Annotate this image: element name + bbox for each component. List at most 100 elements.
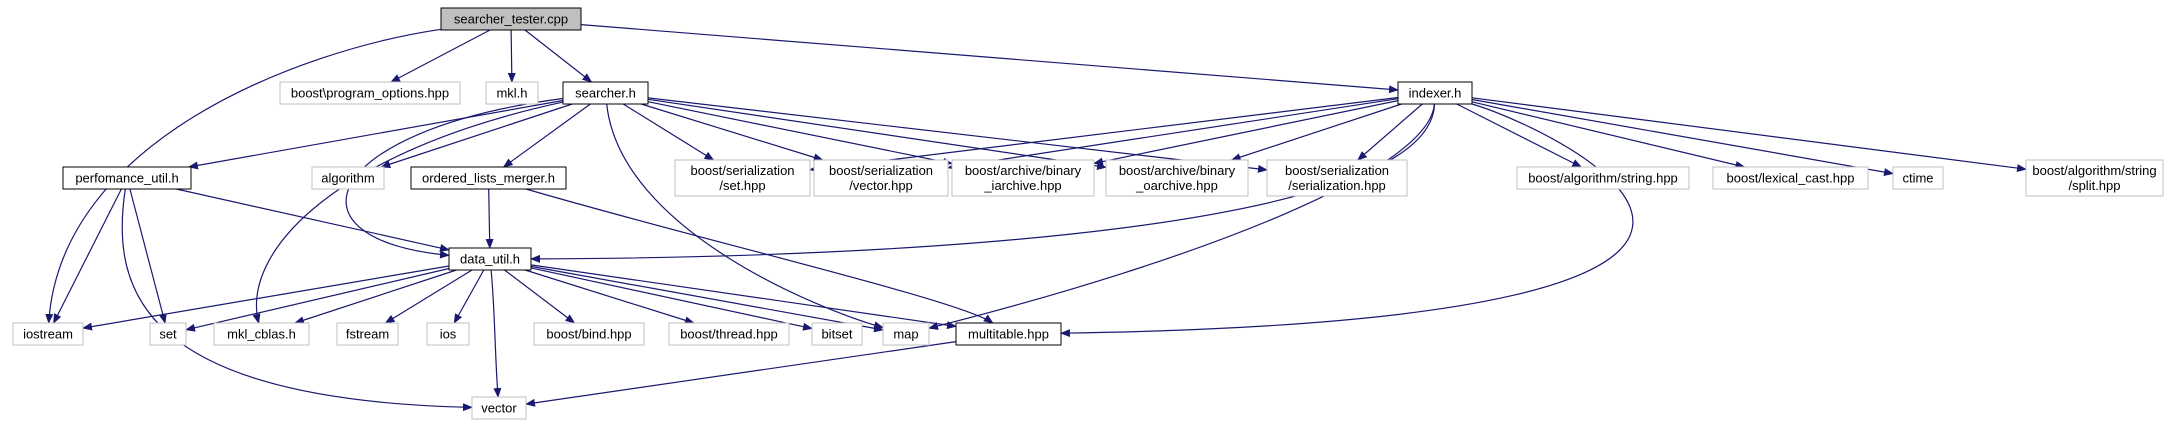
node-label: data_util.h: [460, 252, 520, 267]
edge-indexer-to-data_util: [530, 103, 1436, 263]
node-box: [674, 159, 811, 197]
node-bind: boost/bind.hpp: [533, 322, 645, 346]
node-label-line: bitset: [821, 327, 852, 342]
edge-data_util-to-iostream: [82, 265, 450, 331]
node-label: algorithm: [321, 171, 374, 186]
edge-indexer-to-lexical_cast: [1471, 101, 1746, 169]
node-ser-set: boost/serialization/set.hpp: [674, 159, 811, 197]
node-label: iostream: [23, 327, 73, 342]
node-box: [485, 81, 539, 105]
node-box: [1397, 81, 1473, 105]
node-label-line: boost\program_options.hpp: [291, 86, 449, 101]
edge-searcher-to-ser_set: [622, 103, 715, 161]
node-multitable[interactable]: multitable.hpp: [955, 322, 1062, 346]
node-ordered-lists-merger[interactable]: ordered_lists_merger.h: [410, 166, 567, 190]
node-data-util[interactable]: data_util.h: [448, 247, 532, 271]
node-label: boost/bind.hpp: [546, 327, 631, 342]
edge-indexer-to-binary_oarchive: [1230, 103, 1402, 161]
node-box: [1516, 166, 1690, 190]
node-perfomance-util[interactable]: perfomance_util.h: [62, 166, 192, 190]
node-searcher-tester[interactable]: searcher_tester.cpp: [440, 7, 582, 31]
edge-indexer-to-map: [928, 103, 1435, 330]
edge-searcher-to-perfomance_util: [187, 99, 564, 170]
node-label-line: boost/bind.hpp: [546, 327, 631, 342]
node-box: [279, 81, 461, 105]
edge-data_util-to-fstream: [384, 269, 473, 324]
node-mkl: mkl.h: [485, 81, 539, 105]
node-algo-string: boost/algorithm/string.hpp: [1516, 166, 1690, 190]
node-iostream: iostream: [12, 322, 84, 346]
node-label: searcher_tester.cpp: [454, 12, 568, 27]
node-label-line: _oarchive.hpp: [1135, 178, 1218, 193]
edge-indexer-to-binary_iarchive: [1093, 100, 1399, 166]
node-label-line: /serialization.hpp: [1288, 178, 1386, 193]
node-label: boost/serialization/vector.hpp: [829, 163, 933, 193]
node-label-line: multitable.hpp: [968, 327, 1049, 342]
edge-indexer-to-ser_vector: [947, 98, 1399, 171]
node-label-line: searcher_tester.cpp: [454, 12, 568, 27]
edge-searcher_tester-to-indexer: [580, 24, 1399, 94]
node-label: boost/thread.hpp: [680, 327, 778, 342]
node-label: boost/archive/binary_oarchive.hpp: [1119, 163, 1236, 193]
edge-ordered_lists_merger-to-multitable: [525, 188, 994, 324]
node-label: boost/lexical_cast.hpp: [1727, 171, 1855, 186]
edge-indexer-to-ser_serialization: [1357, 103, 1423, 161]
node-label-line: boost/serialization: [690, 163, 794, 178]
edge-searcher-to-ser_serialization: [647, 97, 1268, 173]
node-indexer[interactable]: indexer.h: [1397, 81, 1473, 105]
node-label-line: boost/algorithm/string: [2032, 163, 2156, 178]
node-label-line: algorithm: [321, 171, 374, 186]
edge-searcher_tester-to-program_options: [390, 29, 491, 83]
node-ctime: ctime: [1892, 166, 1944, 190]
node-label: boost/serialization/serialization.hpp: [1285, 163, 1389, 193]
node-box: [951, 159, 1095, 197]
node-set: set: [149, 322, 187, 346]
node-box: [813, 159, 949, 197]
node-label-line: /split.hpp: [2068, 178, 2120, 193]
node-label-line: data_util.h: [460, 252, 520, 267]
edge-ordered_lists_merger-to-data_util: [485, 188, 494, 249]
edge-searcher-to-ser_vector: [641, 103, 824, 162]
node-label-line: boost/lexical_cast.hpp: [1727, 171, 1855, 186]
edge-searcher-to-ordered_lists_merger: [502, 103, 591, 168]
node-searcher[interactable]: searcher.h: [562, 81, 649, 105]
edge-data_util-to-thread: [524, 269, 695, 325]
node-label-line: boost/serialization: [1285, 163, 1389, 178]
node-label: ordered_lists_merger.h: [422, 171, 555, 186]
node-box: [811, 322, 863, 346]
node-box: [336, 322, 399, 346]
node-box: [12, 322, 84, 346]
node-binary-oarchive: boost/archive/binary_oarchive.hpp: [1105, 159, 1249, 197]
edge-data_util-to-set: [185, 267, 450, 332]
node-label-line: fstream: [346, 327, 389, 342]
node-algorithm: algorithm: [311, 166, 385, 190]
node-label: mkl.h: [496, 86, 527, 101]
node-label-line: _iarchive.hpp: [983, 178, 1061, 193]
node-label: map: [893, 327, 918, 342]
node-label-line: iostream: [23, 327, 73, 342]
node-label: boost/algorithm/string.hpp: [1528, 171, 1678, 186]
edge-data_util-to-bind: [504, 269, 576, 324]
node-box: [62, 166, 192, 190]
edge-searcher_tester-to-searcher: [524, 29, 593, 83]
node-label: ios: [440, 327, 457, 342]
edge-searcher_tester-to-iostream: [45, 28, 442, 324]
node-box: [410, 166, 567, 190]
node-split: boost/algorithm/string/split.hpp: [2025, 159, 2164, 197]
node-mkl-cblas: mkl_cblas.h: [213, 322, 310, 346]
edge-multitable-to-vector: [525, 341, 957, 407]
edge-searcher_tester-to-mkl: [507, 29, 516, 83]
node-label: set: [159, 327, 177, 342]
edge-searcher-to-binary_iarchive: [647, 101, 953, 166]
edge-data_util-to-bitset: [530, 267, 813, 331]
node-program-options: boost\program_options.hpp: [279, 81, 461, 105]
edge-searcher-to-algorithm: [380, 103, 573, 168]
node-box: [1892, 166, 1944, 190]
node-box: [1712, 166, 1869, 190]
edge-indexer-to-ctime: [1471, 98, 1894, 176]
edge-perfomance_util-to-iostream: [53, 188, 122, 324]
node-label-line: boost/serialization: [829, 163, 933, 178]
edge-data_util-to-vector: [490, 269, 502, 398]
node-label: perfomance_util.h: [75, 171, 178, 186]
